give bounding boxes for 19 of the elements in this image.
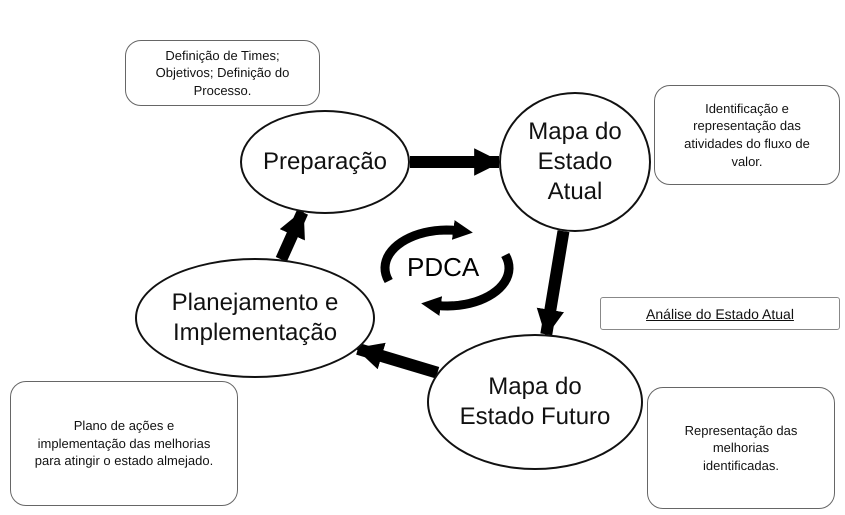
stage-title: Mapa do Estado Futuro [458,372,612,432]
block-arrow [536,230,570,338]
note-text: Identificação e representação das atividades do fluxo de valor. [683,100,811,170]
block-arrow [410,148,502,176]
note-box [654,85,840,185]
note-text: Representação das melhorias identificadas. [684,422,798,474]
block-arrow [276,210,308,262]
stage-title: Planejamento e Implementação [170,288,340,348]
stage-title: Preparação [262,147,388,177]
cycle-label: PDCA [407,252,480,283]
note-text: Plano de ações e implementação das melhorias para atingir o estado almejado. [34,417,214,470]
note-box [125,40,320,106]
analysis-text: Análise do Estado Atual [646,306,794,322]
analysis-box [600,297,840,330]
note-box [647,387,835,509]
note-box [10,381,238,506]
note-text: Definição de Times; Objetivos; Definição do Processo. [154,46,290,100]
stage-title: Mapa do Estado Atual [527,117,623,207]
block-arrow [355,342,440,378]
